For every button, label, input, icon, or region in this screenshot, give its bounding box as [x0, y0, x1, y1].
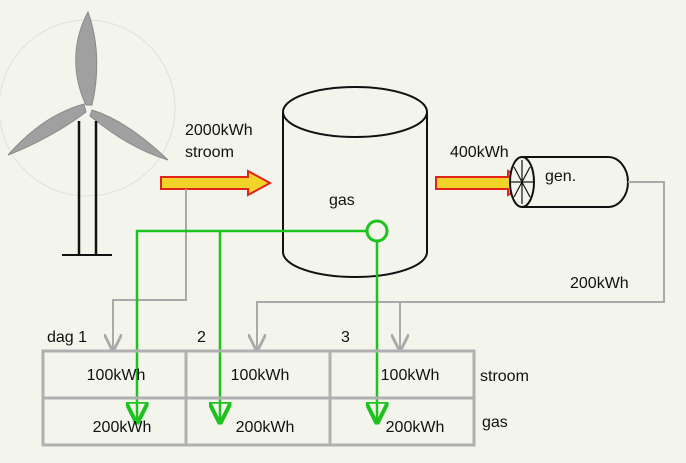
row-label-stroom: stroom: [480, 368, 529, 385]
table-cell-stroom-day1: 100kWh: [86, 367, 146, 384]
table-cell-stroom-day2: 100kWh: [230, 367, 290, 384]
gas-tank-icon: [282, 86, 428, 278]
day-header-2: 2: [197, 329, 206, 346]
table-cell-stroom-day3: 100kWh: [380, 367, 440, 384]
generator-icon: [509, 156, 629, 208]
gas-lines: [137, 219, 389, 422]
gen-energy-label: 400kWh: [450, 144, 509, 161]
table-cell-gas-day3: 200kWh: [385, 419, 445, 436]
stroom-arrow-icon: [160, 169, 273, 197]
return-energy-label: 200kWh: [570, 275, 629, 292]
table-cell-gas-day1: 200kWh: [92, 419, 152, 436]
day-header-1: dag 1: [47, 329, 88, 346]
tank-label: gas: [329, 192, 355, 209]
wind-energy-label: 2000kWh: [185, 122, 253, 139]
schedule-table-grid: [41, 349, 476, 447]
stroom-lines: [113, 181, 665, 350]
wind-unit-label: stroom: [185, 144, 234, 161]
day-header-3: 3: [341, 329, 350, 346]
generator-label: gen.: [545, 168, 577, 185]
wind-turbine-icon: [0, 10, 176, 256]
table-cell-gas-day2: 200kWh: [235, 419, 295, 436]
row-label-gas: gas: [482, 414, 508, 431]
